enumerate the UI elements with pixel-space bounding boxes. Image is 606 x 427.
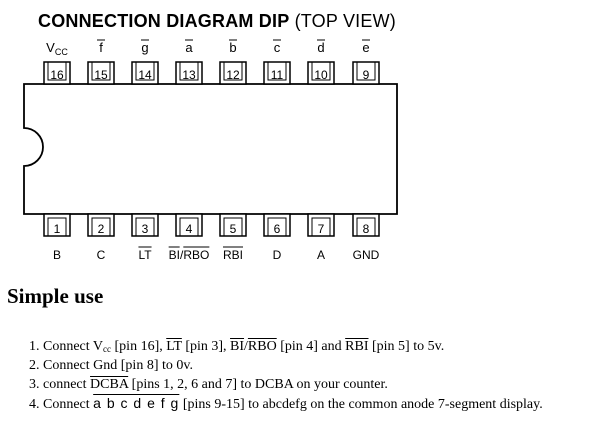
diagram-title: CONNECTION DIAGRAM DIP (TOP VIEW) bbox=[38, 11, 396, 32]
pin-number: 4 bbox=[186, 222, 193, 236]
pin-number: 3 bbox=[142, 222, 149, 236]
top-pin-9: 9e bbox=[352, 39, 380, 85]
pin-label: g bbox=[141, 40, 148, 55]
pin-number: 15 bbox=[94, 68, 108, 82]
bottom-pin-2: 2C bbox=[87, 213, 115, 262]
pin-number: 9 bbox=[363, 68, 370, 82]
pin-inner bbox=[135, 217, 155, 237]
pin-inner bbox=[179, 217, 199, 237]
pin-inner bbox=[135, 61, 155, 81]
bottom-pin-4: 4BI/RBO bbox=[168, 213, 210, 262]
pin-inner bbox=[311, 217, 331, 237]
pin-inner bbox=[47, 217, 67, 237]
step-1: 1. Connect Vcc [pin 16], LT [pin 3], BI/… bbox=[29, 339, 445, 354]
step-2: 2. Connect Gnd [pin 8] to 0v. bbox=[29, 358, 193, 373]
pin-number: 1 bbox=[54, 222, 61, 236]
pin-label: C bbox=[97, 248, 106, 262]
top-pin-15: 15 f bbox=[87, 39, 115, 85]
pin-number: 5 bbox=[230, 222, 237, 236]
pin-number: 2 bbox=[98, 222, 105, 236]
pin-label: a bbox=[185, 40, 193, 55]
top-pin-13: 13 a bbox=[175, 39, 203, 85]
pin-label: LT bbox=[138, 248, 152, 262]
pin-label: A bbox=[317, 248, 325, 262]
section-heading: Simple use bbox=[7, 284, 104, 308]
pin-label: BI/RBO bbox=[169, 248, 210, 262]
pin-number: 16 bbox=[50, 68, 64, 82]
pin-label: f bbox=[99, 40, 103, 55]
pin-label: c bbox=[274, 40, 281, 55]
top-pin-10: 10 d bbox=[307, 39, 335, 85]
pin-number: 10 bbox=[314, 68, 328, 82]
pin-number: 8 bbox=[363, 222, 370, 236]
bottom-pin-7: 7A bbox=[307, 213, 335, 262]
top-pin-16: 16 VCC bbox=[43, 40, 71, 85]
pin-number: 11 bbox=[271, 68, 284, 82]
bottom-pin-3: 3LT bbox=[131, 213, 159, 262]
pin-label: GND bbox=[353, 248, 380, 262]
step-3: 3. connect DCBA [pins 1, 2, 6 and 7] to … bbox=[29, 377, 388, 392]
pin-number: 13 bbox=[182, 68, 196, 82]
step-4: 4. Connect a b c d e f g [pins 9-15] to … bbox=[29, 395, 543, 412]
pin-inner bbox=[267, 217, 287, 237]
pin-label: d bbox=[317, 40, 324, 55]
pin-inner bbox=[356, 61, 376, 81]
chip-body bbox=[23, 83, 398, 215]
pin-number: 14 bbox=[138, 68, 152, 82]
pin-number: 12 bbox=[226, 68, 240, 82]
pin-inner bbox=[311, 61, 331, 81]
diagram-title-main: CONNECTION DIAGRAM DIP bbox=[38, 11, 290, 31]
pin-label: B bbox=[53, 248, 61, 262]
top-pin-14: 14 g bbox=[131, 39, 159, 85]
pin-number: 7 bbox=[318, 222, 325, 236]
pin-label: b bbox=[229, 40, 236, 55]
usage-steps: 1. Connect Vcc [pin 16], LT [pin 3], BI/… bbox=[29, 337, 543, 413]
bottom-pin-1: 1B bbox=[43, 213, 71, 262]
pin-label: D bbox=[273, 248, 282, 262]
bottom-pin-6: 6D bbox=[263, 213, 291, 262]
pin-inner bbox=[223, 61, 243, 81]
top-pin-12: 12 b bbox=[219, 39, 247, 85]
diagram-title-view: (TOP VIEW) bbox=[294, 11, 396, 31]
pin-label: RBI bbox=[223, 248, 243, 262]
pin-inner bbox=[267, 61, 287, 81]
pin-inner bbox=[179, 61, 199, 81]
pin-inner bbox=[91, 61, 111, 81]
pin-inner bbox=[47, 61, 67, 81]
pin-inner bbox=[223, 217, 243, 237]
pin-number: 6 bbox=[274, 222, 281, 236]
pin-inner bbox=[356, 217, 376, 237]
pin-label: VCC bbox=[46, 40, 68, 57]
pin-label: e bbox=[362, 40, 369, 55]
pin-inner bbox=[91, 217, 111, 237]
top-pin-11: 11 c bbox=[263, 39, 291, 85]
